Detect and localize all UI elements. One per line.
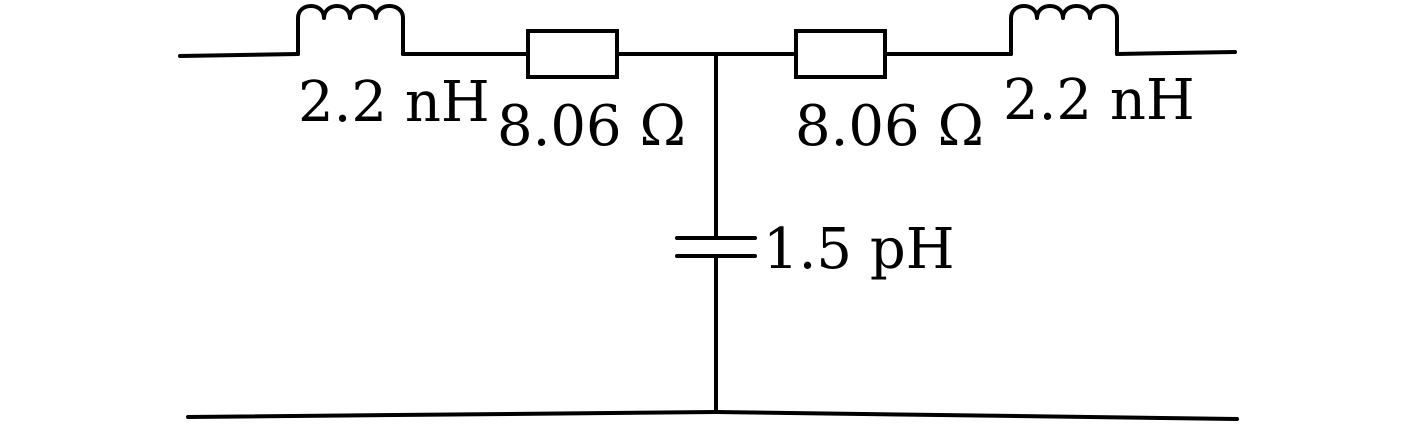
capacitor-label: 1.5 pH (763, 217, 955, 282)
shunt-branch (675, 52, 757, 414)
top-wire-right-terminal (1115, 50, 1237, 56)
top-wire (178, 50, 1237, 58)
inductor-left-label: 2.2 nH (298, 70, 490, 135)
inductor-right-label: 2.2 nH (1003, 68, 1195, 133)
inductor-right-symbol (1009, 4, 1119, 56)
bottom-wire-right (714, 410, 1239, 421)
resistor-right-label: 8.06 Ω (795, 94, 984, 159)
resistor-left-label: 8.06 Ω (497, 94, 686, 159)
bottom-wire-left (186, 410, 718, 419)
resistor-right-symbol (794, 29, 887, 79)
bottom-wire (186, 410, 1239, 421)
resistor-left-symbol (526, 29, 619, 79)
inductor-left-symbol (296, 4, 405, 56)
top-wire-left-terminal (178, 52, 300, 58)
